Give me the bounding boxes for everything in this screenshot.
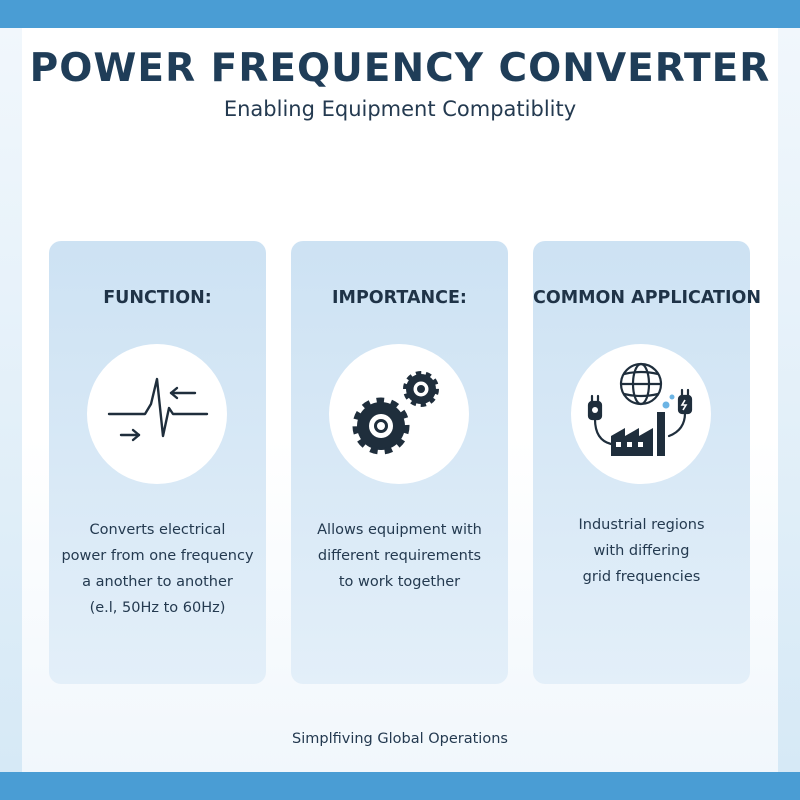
importance-line: different requirements bbox=[317, 548, 482, 564]
footer-tagline: Simplfiving Global Operations bbox=[292, 731, 508, 747]
top-frame-bar bbox=[0, 0, 800, 28]
function-line: Converts electrical bbox=[89, 522, 226, 538]
importance-card: IMPORTANCE: Allows equipment with differ… bbox=[291, 241, 508, 684]
right-frame-edge bbox=[778, 28, 800, 772]
industrial-grid-icon bbox=[587, 362, 693, 456]
gears-icon bbox=[352, 371, 439, 455]
page-title: POWER FREQUENCY CONVERTER bbox=[29, 46, 771, 91]
function-line: power from one frequency bbox=[61, 548, 254, 564]
importance-line: Allows equipment with bbox=[317, 522, 482, 538]
importance-line: to work together bbox=[338, 574, 461, 590]
application-line: with differing bbox=[593, 543, 690, 559]
importance-icon-circle bbox=[329, 344, 469, 484]
application-line: grid frequencies bbox=[582, 569, 701, 585]
importance-card-title: IMPORTANCE: bbox=[332, 288, 467, 308]
function-card-description: Converts electrical power from one frequ… bbox=[59, 517, 256, 621]
application-card-title: COMMON APPLICATION bbox=[533, 288, 762, 308]
page-subtitle: Enabling Equipment Compatiblity bbox=[223, 97, 577, 121]
application-card: COMMON APPLICATION bbox=[533, 241, 762, 684]
function-icon-circle bbox=[87, 344, 227, 484]
function-card: FUNCTION: Converts electrical power from… bbox=[49, 241, 266, 684]
function-line: (e.l, 50Hz to 60Hz) bbox=[89, 600, 226, 616]
function-card-title: FUNCTION: bbox=[103, 288, 212, 308]
frequency-conversion-icon bbox=[107, 377, 209, 442]
left-frame-edge bbox=[0, 28, 22, 772]
bottom-frame-bar bbox=[0, 772, 800, 800]
function-line: a another to another bbox=[82, 574, 233, 590]
importance-card-description: Allows equipment with different requirem… bbox=[301, 517, 498, 595]
application-line: Industrial regions bbox=[578, 517, 705, 533]
application-card-description: Industrial regions with differing grid f… bbox=[543, 512, 740, 590]
application-icon-circle bbox=[571, 344, 711, 484]
